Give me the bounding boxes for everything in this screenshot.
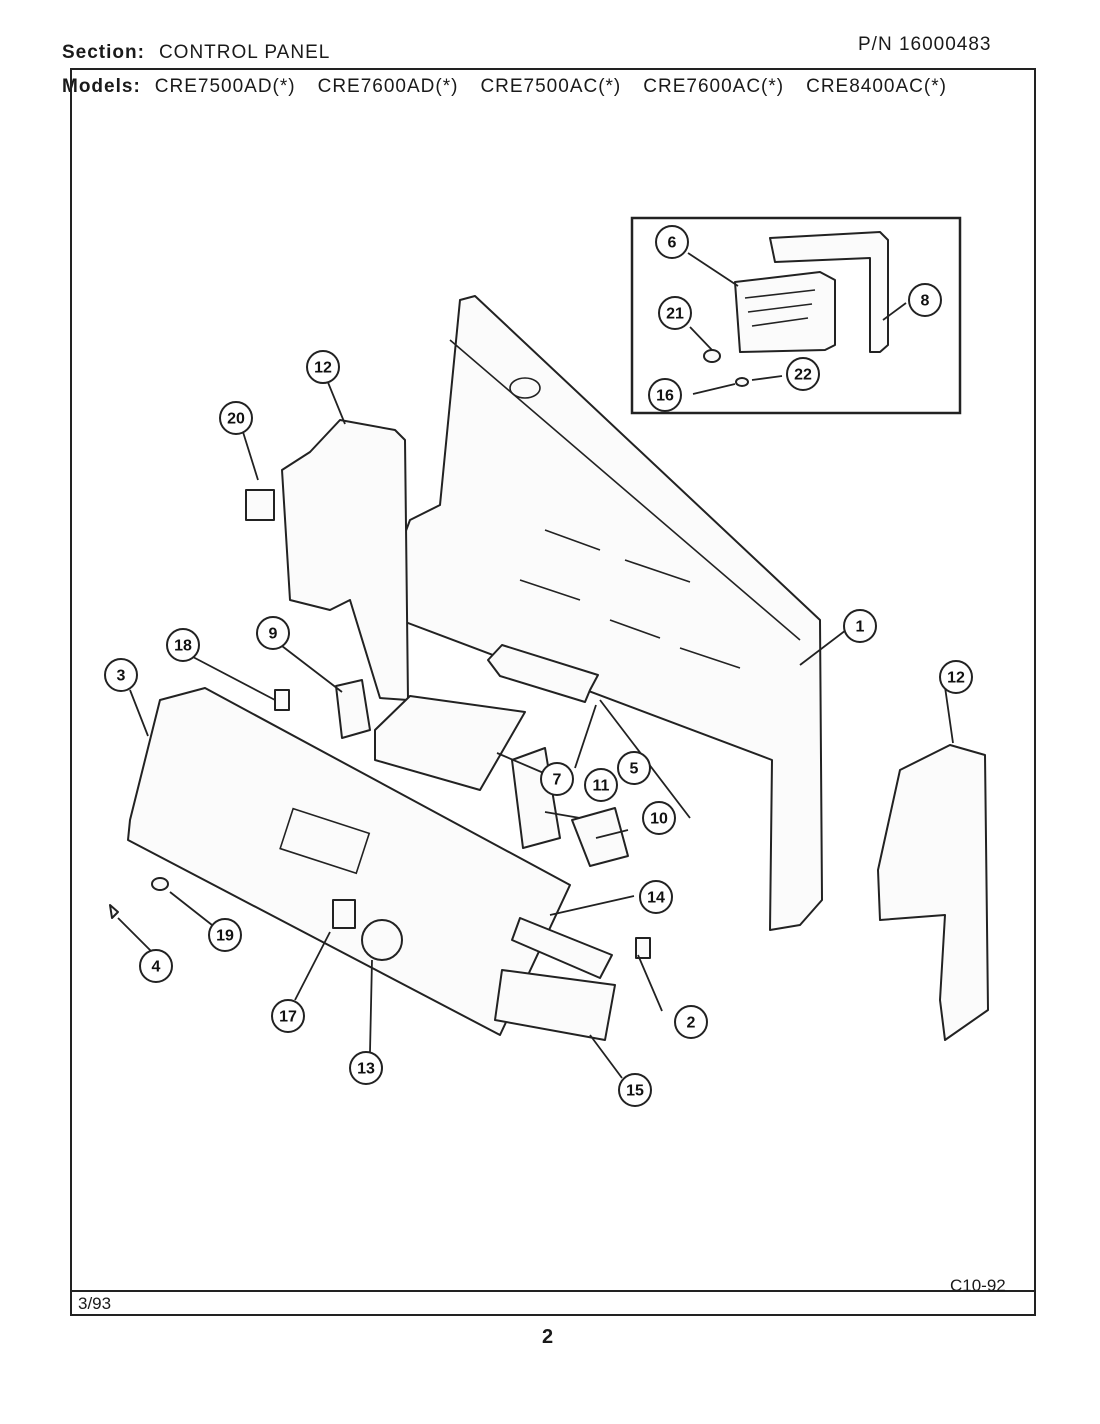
trim-strip-14 bbox=[511, 917, 613, 979]
section-value: CONTROL PANEL bbox=[158, 42, 331, 63]
callout-label: 6 bbox=[668, 235, 677, 252]
callout-label: 10 bbox=[650, 811, 668, 828]
callout-16: 16 bbox=[648, 378, 682, 412]
display-module bbox=[734, 271, 836, 353]
rocker-switch bbox=[332, 899, 356, 929]
model-4: CRE7600AC(*) bbox=[643, 76, 785, 97]
callout-3: 3 bbox=[104, 658, 138, 692]
callout-label: 12 bbox=[947, 670, 965, 687]
callout-5: 5 bbox=[617, 751, 651, 785]
callout-20: 20 bbox=[219, 401, 253, 435]
callout-label: 11 bbox=[593, 778, 610, 795]
callout-10: 10 bbox=[642, 801, 676, 835]
callout-22: 22 bbox=[786, 357, 820, 391]
timer-knob bbox=[361, 919, 403, 961]
callout-17: 17 bbox=[271, 999, 305, 1033]
footer-divider bbox=[70, 1290, 1036, 1292]
display-module-detail bbox=[744, 289, 816, 327]
clip-18 bbox=[274, 689, 290, 711]
electronic-control bbox=[487, 644, 599, 703]
front-control-panel bbox=[127, 687, 571, 1036]
callout-label: 9 bbox=[269, 626, 278, 643]
callout-13: 13 bbox=[349, 1051, 383, 1085]
callout-8: 8 bbox=[908, 283, 942, 317]
callout-12: 12 bbox=[939, 660, 973, 694]
callout-label: 15 bbox=[626, 1083, 644, 1100]
front-panel-display-window bbox=[279, 807, 371, 875]
display-bracket bbox=[769, 231, 889, 353]
callout-6: 6 bbox=[655, 225, 689, 259]
callout-label: 21 bbox=[666, 306, 684, 323]
callout-11: 11 bbox=[584, 768, 618, 802]
callout-21: 21 bbox=[658, 296, 692, 330]
callout-label: 18 bbox=[174, 638, 192, 655]
pn-label: P/N bbox=[858, 34, 893, 55]
callout-15: 15 bbox=[618, 1073, 652, 1107]
knob-bushing bbox=[703, 349, 721, 363]
back-panel-hole bbox=[509, 377, 541, 399]
callout-label: 1 bbox=[856, 619, 865, 636]
diagram-frame bbox=[70, 68, 1036, 1316]
back-panel-slots bbox=[449, 339, 801, 669]
section-label: Section: bbox=[62, 42, 145, 63]
part-20 bbox=[245, 489, 275, 521]
display-bezel bbox=[374, 695, 526, 791]
callout-label: 5 bbox=[630, 761, 639, 778]
trim-strip-15 bbox=[494, 969, 616, 1041]
callout-4: 4 bbox=[139, 949, 173, 983]
callout-18: 18 bbox=[166, 628, 200, 662]
model-5: CRE8400AC(*) bbox=[806, 76, 947, 97]
callout-label: 13 bbox=[357, 1061, 375, 1078]
callout-label: 8 bbox=[921, 293, 930, 310]
models-label: Models: bbox=[62, 76, 141, 97]
pn-value: 16000483 bbox=[898, 34, 992, 55]
clip-2 bbox=[635, 937, 651, 959]
page-number: 2 bbox=[542, 1326, 554, 1348]
callout-label: 17 bbox=[279, 1009, 297, 1026]
diagram-code: C10-92 bbox=[950, 1276, 1006, 1295]
inset-box bbox=[630, 216, 962, 415]
models-heading: Models: CRE7500AD(*) CRE7600AD(*) CRE7500AC… bbox=[62, 76, 969, 98]
callout-14: 14 bbox=[639, 880, 673, 914]
end-cap-right bbox=[877, 744, 989, 1041]
callout-19: 19 bbox=[208, 918, 242, 952]
callout-label: 3 bbox=[117, 668, 126, 685]
callout-2: 2 bbox=[674, 1005, 708, 1039]
callout-7: 7 bbox=[540, 762, 574, 796]
model-3: CRE7500AC(*) bbox=[480, 76, 622, 97]
leader-lines bbox=[117, 252, 954, 1079]
callout-label: 12 bbox=[314, 360, 332, 377]
callout-label: 14 bbox=[647, 890, 665, 907]
section-heading: Section: CONTROL PANEL bbox=[62, 42, 330, 64]
model-1: CRE7500AD(*) bbox=[154, 76, 296, 97]
part-number: P/N 16000483 bbox=[858, 34, 992, 56]
plug-19 bbox=[151, 877, 169, 891]
callout-label: 22 bbox=[794, 367, 812, 384]
revision-date: 3/93 bbox=[78, 1294, 112, 1313]
callout-label: 19 bbox=[216, 928, 234, 945]
callout-label: 2 bbox=[687, 1015, 696, 1032]
knob-9 bbox=[335, 679, 371, 739]
screw-4 bbox=[109, 904, 119, 919]
callout-label: 20 bbox=[227, 411, 245, 428]
callout-label: 7 bbox=[553, 772, 562, 789]
callout-label: 4 bbox=[152, 959, 161, 976]
model-2: CRE7600AD(*) bbox=[317, 76, 459, 97]
callout-1: 1 bbox=[843, 609, 877, 643]
callout-label: 16 bbox=[656, 388, 674, 405]
callout-12: 12 bbox=[306, 350, 340, 384]
callout-9: 9 bbox=[256, 616, 290, 650]
end-cap-left bbox=[281, 419, 409, 701]
lamp-socket bbox=[735, 377, 749, 387]
